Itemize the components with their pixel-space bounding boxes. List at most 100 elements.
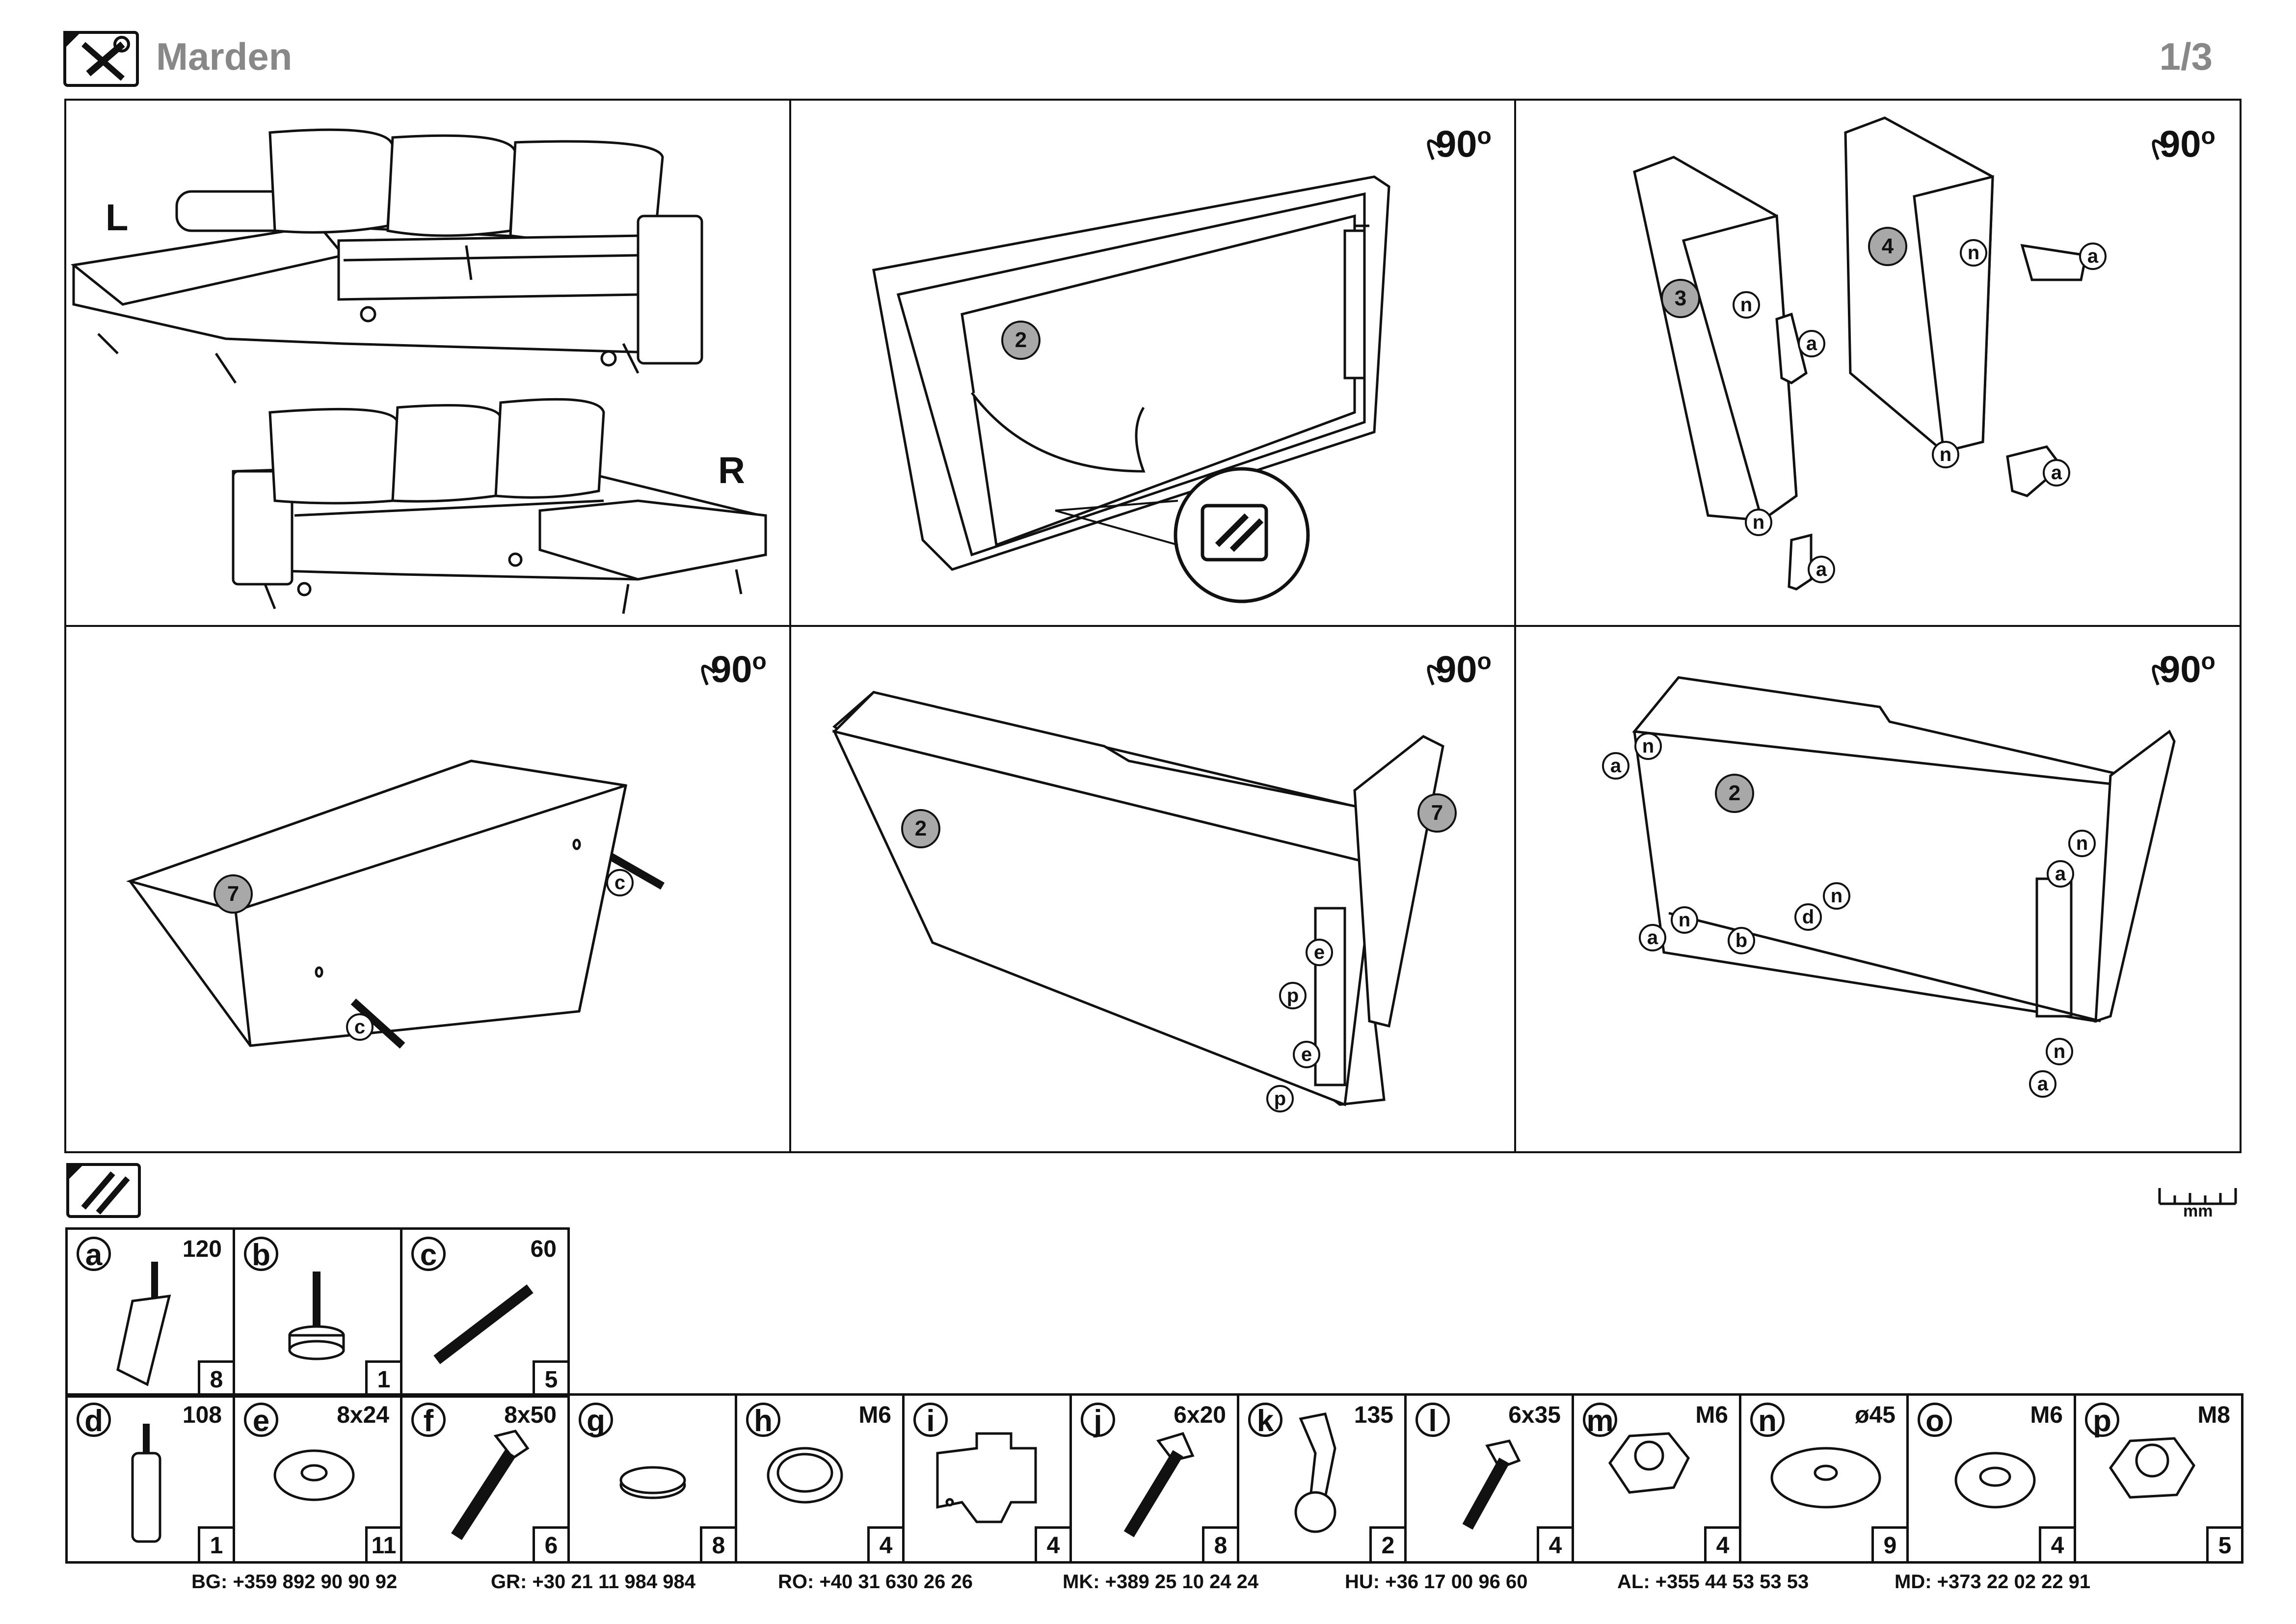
adjustable-foot-icon	[288, 1272, 345, 1360]
part-number-badge: 2	[901, 809, 940, 848]
hardware-letter: f	[411, 1403, 446, 1437]
document-title: Marden	[156, 35, 293, 78]
callout-c: c	[606, 869, 634, 896]
hardware-letter: b	[244, 1237, 278, 1272]
hardware-letter: d	[77, 1403, 111, 1437]
right-version-label: R	[718, 450, 745, 491]
hardware-item-d: d 108 1	[65, 1393, 235, 1564]
callout-a: a	[2029, 1070, 2056, 1098]
rotate-arrow-icon	[1427, 139, 1442, 161]
hardware-letter: k	[1248, 1403, 1282, 1437]
hardware-quantity: 1	[198, 1526, 235, 1564]
contact-phone: MK: +389 25 10 24 24	[1063, 1571, 1258, 1593]
contact-number: +389 25 10 24 24	[1099, 1571, 1259, 1593]
hardware-spec: 108	[182, 1402, 222, 1428]
contact-number: +373 22 02 22 91	[1931, 1571, 2091, 1593]
washer-e-icon	[273, 1449, 355, 1501]
callout-n: n	[1671, 906, 1698, 934]
ruler-icon	[2158, 1188, 2237, 1205]
hardware-spec: ø45	[1855, 1402, 1896, 1428]
callout-a: a	[2047, 860, 2074, 888]
callout-a: a	[2043, 459, 2070, 487]
hardware-quantity: 2	[1369, 1526, 1407, 1564]
washer-n-icon	[1770, 1447, 1881, 1509]
contact-number: +40 31 630 26 26	[814, 1571, 973, 1593]
contact-phone: AL: +355 44 53 53 53	[1617, 1571, 1809, 1593]
contact-number: +355 44 53 53 53	[1650, 1571, 1809, 1593]
hardware-letter: l	[1415, 1403, 1450, 1437]
callout-p: p	[1279, 982, 1307, 1009]
base-panel-drawing	[872, 175, 1390, 603]
contact-number: +36 17 00 96 60	[1380, 1571, 1528, 1593]
contact-phone: RO: +40 31 630 26 26	[778, 1571, 973, 1593]
ring-h-icon	[767, 1447, 843, 1504]
threaded-rod-icon	[433, 1284, 534, 1364]
hardware-quantity: 11	[365, 1526, 402, 1564]
contact-country-code: MK:	[1063, 1571, 1100, 1593]
rotation-label: 90o	[2160, 123, 2216, 165]
nut-p-icon	[2109, 1437, 2195, 1499]
back-panel-drawing	[832, 691, 1444, 1107]
callout-c: c	[346, 1013, 374, 1041]
hardware-quantity: 4	[1035, 1526, 1072, 1564]
leg-cylinder-icon	[131, 1424, 161, 1543]
callout-d: d	[1794, 903, 1822, 931]
nut-m-icon	[1608, 1432, 1690, 1494]
callout-a: a	[1808, 556, 1835, 583]
part-number-badge: 4	[1868, 227, 1907, 266]
hardware-spec: M8	[2197, 1402, 2230, 1428]
hardware-spec: M6	[858, 1402, 891, 1428]
callout-n: n	[2046, 1038, 2073, 1065]
sofa-left-drawing	[71, 128, 703, 384]
part-number-badge: 2	[1001, 321, 1041, 360]
hardware-quantity: 5	[533, 1360, 570, 1398]
callout-a: a	[1798, 330, 1825, 357]
hardware-item-k: k 135 2	[1237, 1393, 1407, 1564]
hardware-quantity: 4	[1537, 1526, 1574, 1564]
hardware-letter: n	[1750, 1403, 1785, 1437]
hardware-spec: M6	[1695, 1402, 1728, 1428]
callout-a: a	[1639, 924, 1666, 951]
hardware-quantity: 4	[1704, 1526, 1741, 1564]
part-number-badge: 7	[214, 874, 253, 914]
callout-a: a	[1602, 752, 1629, 780]
rotate-arrow-icon	[1427, 665, 1442, 686]
hardware-quantity: 1	[365, 1360, 402, 1398]
screw-j-icon	[1123, 1432, 1195, 1538]
hardware-icon	[66, 1163, 141, 1218]
hardware-spec: 120	[182, 1236, 222, 1262]
hardware-spec: 135	[1354, 1402, 1393, 1428]
part-number-badge: 3	[1661, 279, 1700, 318]
bolt-l-icon	[1462, 1439, 1521, 1530]
callout-p: p	[1266, 1085, 1294, 1112]
leg-conical-icon	[116, 1262, 171, 1386]
hardware-spec: 8x24	[337, 1402, 389, 1428]
hardware-letter: i	[913, 1403, 948, 1437]
rotation-label: 90o	[1436, 649, 1492, 691]
hardware-letter: o	[1918, 1403, 1952, 1437]
ruler-unit-label: mm	[2183, 1202, 2213, 1220]
hardware-letter: m	[1583, 1403, 1617, 1437]
part-number-badge: 2	[1715, 774, 1754, 813]
contact-phone: GR: +30 21 11 984 984	[491, 1571, 695, 1593]
hardware-quantity: 4	[2039, 1526, 2076, 1564]
contact-country-code: BG:	[191, 1571, 228, 1593]
bracket-i-icon	[936, 1432, 1037, 1523]
bolt-f-icon	[451, 1430, 530, 1541]
hardware-quantity: 8	[1202, 1526, 1239, 1564]
contact-number: +30 21 11 984 984	[527, 1571, 695, 1593]
part-number-badge: 7	[1417, 793, 1457, 833]
washer-o-icon	[1954, 1452, 2036, 1509]
callout-n: n	[1733, 291, 1760, 319]
contact-phone: MD: +373 22 02 22 91	[1895, 1571, 2090, 1593]
hardware-spec: 6x35	[1508, 1402, 1561, 1428]
rotate-arrow-icon	[2152, 665, 2166, 686]
hardware-quantity: 5	[2206, 1526, 2243, 1564]
